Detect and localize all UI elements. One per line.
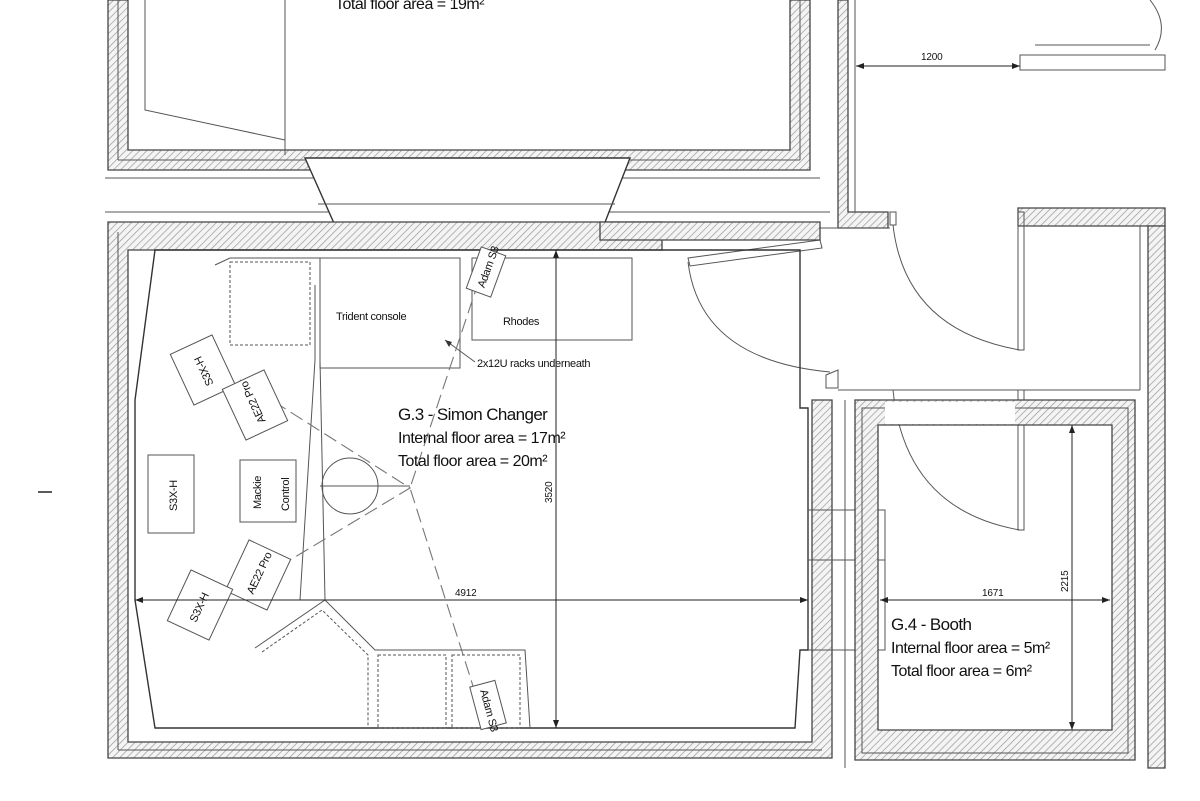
g3-wall	[107, 221, 833, 759]
right-corridor-wall	[837, 0, 889, 229]
s3xh-upper	[169, 334, 237, 406]
rhodes	[471, 257, 633, 341]
mackie-label-2: Control	[280, 478, 292, 511]
right-area	[687, 0, 1166, 769]
g3-room	[107, 221, 886, 768]
g3-internal-area: Internal floor area = 17m²	[398, 430, 566, 447]
top-room-total-area: Total floor area = 19m²	[335, 0, 485, 13]
trident-console	[319, 257, 461, 369]
g3-inner-shell	[134, 249, 809, 729]
dim-3520: 3520	[544, 481, 555, 503]
top-room: Total floor area = 19m²	[107, 0, 811, 171]
g4-total-area: Total floor area = 6m²	[891, 663, 1033, 680]
racks-label: 2x12U racks underneath	[477, 358, 590, 370]
listening-triangle	[409, 261, 486, 709]
mackie-control	[239, 459, 297, 523]
top-room-wall	[107, 0, 811, 171]
g3-label: G.3 - Simon Changer Internal floor area …	[398, 405, 567, 470]
s3xh-mid-label: S3X-H	[168, 480, 180, 511]
g4-room: G.4 - Booth Internal floor area = 5m² To…	[854, 399, 1136, 761]
g3-equipment: Trident console Rhodes 2x12U racks under…	[147, 245, 633, 733]
dim-1671: 1671	[982, 588, 1004, 599]
trident-console-label: Trident console	[336, 311, 406, 323]
ae22-upper	[221, 369, 289, 441]
east-wall	[1147, 225, 1166, 769]
dimensions: 1200 3520 4912 1671 2215	[135, 52, 1110, 730]
s3xh-mid	[147, 454, 195, 534]
g3-total-area: Total floor area = 20m²	[398, 453, 548, 470]
g4-internal-area: Internal floor area = 5m²	[891, 640, 1051, 657]
g3-title: G.3 - Simon Changer	[398, 405, 548, 424]
g4-wall	[854, 399, 1136, 761]
dim-1200: 1200	[921, 52, 943, 63]
adam-top	[465, 246, 507, 298]
adam-bottom	[469, 679, 507, 731]
s3xh-lower	[166, 569, 234, 641]
dim-2215: 2215	[1060, 570, 1071, 592]
rhodes-label: Rhodes	[503, 316, 540, 328]
g4-title: G.4 - Booth	[891, 615, 971, 634]
dim-4912: 4912	[455, 588, 477, 599]
mackie-label-1: Mackie	[252, 476, 264, 509]
